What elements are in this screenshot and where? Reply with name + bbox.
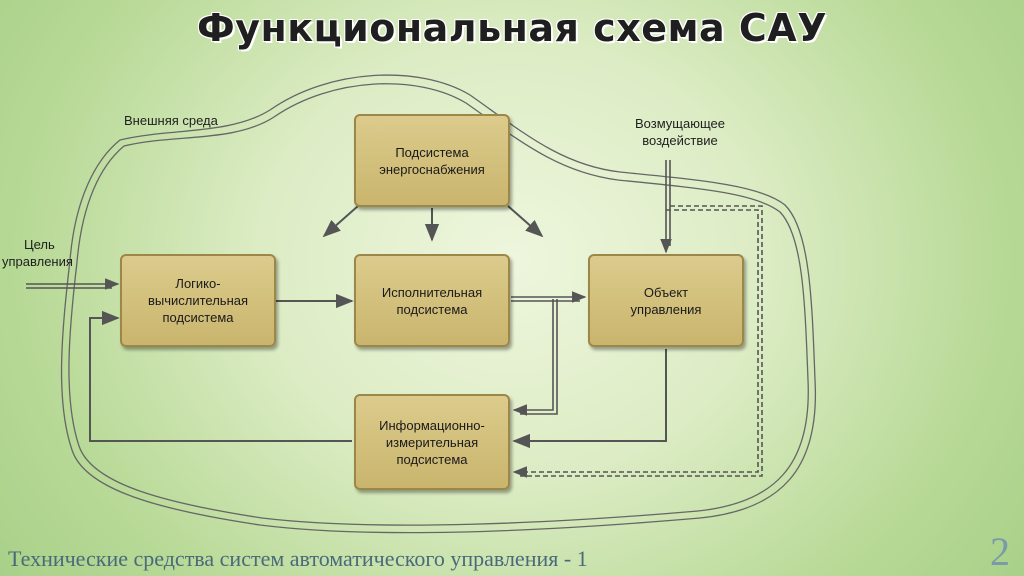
footer-course-title: Технические средства систем автоматическ… xyxy=(8,546,588,571)
environment-label: Внешняя среда xyxy=(124,113,218,128)
logic-subsystem-label: Логико-вычислительная подсистема xyxy=(147,276,249,325)
exec-subsystem-label: Исполнительная подсистема xyxy=(381,284,483,317)
measure-to-logic-feedback xyxy=(89,310,352,442)
disturbance-label-line1: Возмущающее xyxy=(635,116,725,131)
goal-label-line2: управления xyxy=(2,254,73,269)
object-to-measure-arrow xyxy=(512,349,667,449)
disturbance-label: Возмущающее воздействие xyxy=(620,115,740,149)
exec-to-object-arrow xyxy=(511,291,587,303)
measure-subsystem-label: Информационно-измерительная подсистема xyxy=(379,417,485,467)
goal-arrow xyxy=(26,278,120,290)
slide-number: 2 xyxy=(990,529,1010,574)
goal-label-line1: Цель xyxy=(24,237,55,252)
measure-subsystem-block: Информационно-измерительная подсистема xyxy=(354,394,510,490)
exec-to-measure-arrow xyxy=(512,299,558,416)
control-object-block: Объект управления xyxy=(588,254,744,347)
disturbance-label-line2: воздействие xyxy=(642,133,718,148)
environment-dashed-arrow xyxy=(512,205,763,478)
slide-title: Функциональная схема САУ xyxy=(196,6,828,50)
environment-boundary xyxy=(60,74,817,534)
control-object-label: Объект управления xyxy=(630,284,702,317)
energy-subsystem-block: Подсистема энергоснабжения xyxy=(354,114,510,207)
energy-subsystem-label: Подсистема энергоснабжения xyxy=(379,144,485,177)
energy-arrows xyxy=(322,205,544,242)
logic-subsystem-block: Логико-вычислительная подсистема xyxy=(120,254,276,347)
goal-label: Цель управления xyxy=(2,236,92,270)
exec-subsystem-block: Исполнительная подсистема xyxy=(354,254,510,347)
disturbance-arrow xyxy=(660,160,672,254)
